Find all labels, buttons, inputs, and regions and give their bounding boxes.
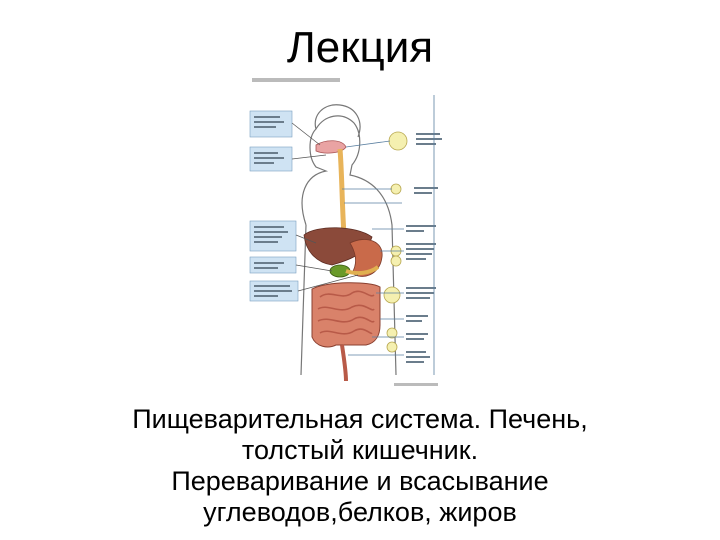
digestive-system-diagram	[249, 78, 442, 386]
right-label-text-lines	[406, 133, 442, 363]
head-outline	[314, 104, 361, 138]
callout-circle-5	[383, 286, 401, 304]
callout-circle-7	[386, 341, 398, 353]
stomach	[349, 239, 383, 277]
subtitle-line-1: Пищеварительная система. Печень,	[132, 404, 588, 434]
subtitle-line-3: Переваривание и всасывание	[171, 466, 549, 496]
left-leader-lines	[291, 122, 359, 292]
callout-circle-6	[386, 327, 398, 339]
figure-heading-text-line	[252, 78, 340, 82]
slide-subtitle: Пищеварительная система. Печень, толстый…	[60, 404, 660, 528]
esophagus	[337, 148, 347, 236]
subtitle-line-4: углеводов,белков, жиров	[203, 497, 517, 527]
left-label-boxes	[249, 110, 299, 302]
body-outline	[300, 115, 397, 376]
large-intestine	[311, 282, 381, 348]
callout-circle-2	[390, 183, 402, 195]
pancreas	[345, 265, 380, 276]
label-box-mouth	[249, 110, 293, 138]
small-intestine	[317, 290, 375, 335]
slide-title: Лекция	[286, 23, 434, 72]
callout-circle-1	[388, 131, 408, 151]
subtitle-line-2: толстый кишечник.	[241, 435, 479, 465]
label-box-gallbladder	[249, 256, 297, 274]
digestive-system-figure	[246, 75, 448, 393]
rectum	[340, 344, 348, 382]
callout-circle-4	[390, 255, 402, 267]
right-leader-lines	[342, 95, 435, 375]
figure-credit-text-line	[394, 383, 438, 386]
left-label-text-lines	[254, 116, 292, 297]
